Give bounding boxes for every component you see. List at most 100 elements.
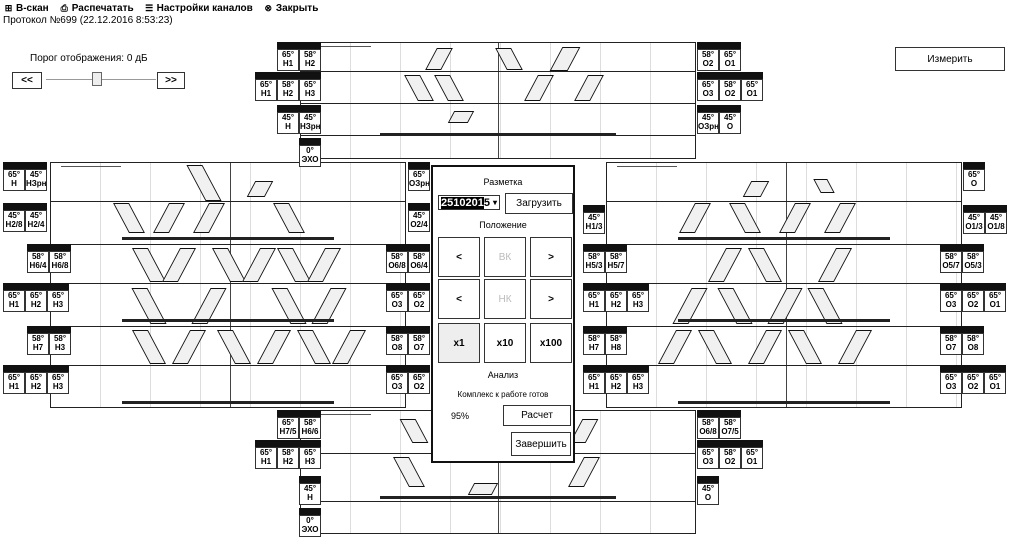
channel-label[interactable]: 58°Н8 [605, 333, 627, 355]
channel-label[interactable]: 65°Н3 [627, 372, 649, 394]
channel-label[interactable]: 58°О2 [697, 49, 719, 71]
channel-label[interactable]: 65°Н1 [583, 290, 605, 312]
chevron-down-icon: ▾ [492, 198, 497, 207]
channel-label[interactable]: 65°О3 [697, 447, 719, 469]
x10-button[interactable]: x10 [484, 323, 526, 363]
channel-label[interactable]: 58°О5/7 [940, 251, 962, 273]
calc-button[interactable]: Расчет [503, 405, 571, 426]
channel-label[interactable]: 65°О3 [697, 79, 719, 101]
channel-label[interactable]: 45°Н2/4 [25, 210, 47, 232]
nk-left-button[interactable]: < [438, 279, 480, 319]
channel-label[interactable]: 65°О1 [741, 79, 763, 101]
channel-label[interactable]: 65°Н1 [255, 79, 277, 101]
vk-left-button[interactable]: < [438, 237, 480, 277]
close-button[interactable]: ⊗ Закрыть [263, 3, 319, 14]
threshold-next-button[interactable]: >> [157, 72, 185, 89]
channel-label[interactable]: 58°Н5/7 [605, 251, 627, 273]
channel-label[interactable]: 65°Н1 [255, 447, 277, 469]
channel-label[interactable]: 65°О3 [386, 290, 408, 312]
channel-label[interactable]: 45°О1/3 [963, 212, 985, 234]
channel-label[interactable]: 65°О3 [940, 290, 962, 312]
channel-label[interactable]: 45°О [719, 112, 741, 134]
channel-label[interactable]: 65°Н1 [583, 372, 605, 394]
channel-labels-top-left-2: 58°Н2 [299, 42, 321, 71]
channel-label[interactable]: 58°Н6/4 [27, 251, 49, 273]
channel-label[interactable]: 65°О1 [984, 290, 1006, 312]
channel-label[interactable]: 45°О2/4 [408, 210, 430, 232]
channel-label[interactable]: 58°О7 [940, 333, 962, 355]
channel-label[interactable]: 65°О1 [741, 447, 763, 469]
channel-label[interactable]: 58°Н2 [277, 79, 299, 101]
channel-label[interactable]: 45°НЗрн [299, 112, 321, 134]
channel-label[interactable]: 45°О1/8 [985, 212, 1007, 234]
channel-label[interactable]: 65°О2 [408, 290, 430, 312]
channel-label[interactable]: 58°О7 [408, 333, 430, 355]
load-button[interactable]: Загрузить [505, 193, 573, 214]
marking-title: Разметка [483, 177, 523, 187]
channel-label[interactable]: 45°Н2/8 [3, 210, 25, 232]
channel-label[interactable]: 65°О2 [962, 372, 984, 394]
channel-label[interactable]: 65°О3 [940, 372, 962, 394]
bscan-button[interactable]: ⊞ В-скан [3, 3, 49, 14]
channel-label[interactable]: 45°Н [277, 112, 299, 134]
marking-select[interactable]: 25102015 ▾ [438, 195, 500, 210]
channel-label[interactable]: 45°НЗрн [25, 169, 47, 191]
print-button[interactable]: ⎙ Распечатать [59, 3, 134, 14]
channel-label[interactable]: 58°Н2 [277, 447, 299, 469]
channel-label[interactable]: 58°О2 [719, 447, 741, 469]
channel-label[interactable]: 65°Н3 [47, 372, 69, 394]
channel-label[interactable]: 45°О [697, 483, 719, 505]
channel-label[interactable]: 65°Н3 [299, 447, 321, 469]
nk-right-button[interactable]: > [530, 279, 572, 319]
channel-label[interactable]: 45°Н1/3 [583, 212, 605, 234]
channel-label[interactable]: 58°Н6/6 [299, 417, 321, 439]
channel-label[interactable]: 65°О3 [386, 372, 408, 394]
channel-label[interactable]: 58°Н2 [299, 49, 321, 71]
channel-label[interactable]: 58°О8 [962, 333, 984, 355]
channel-label[interactable]: 0°ЭХО [299, 145, 321, 167]
vk-right-button[interactable]: > [530, 237, 572, 277]
channel-label[interactable]: 65°О2 [962, 290, 984, 312]
channel-label[interactable]: 58°О5/3 [962, 251, 984, 273]
channel-label[interactable]: 45°Н [299, 483, 321, 505]
channel-label[interactable]: 65°Н1 [277, 49, 299, 71]
channel-label[interactable]: 58°О8 [386, 333, 408, 355]
channel-label[interactable]: 65°Н2 [25, 372, 47, 394]
channel-label[interactable]: 65°О [963, 169, 985, 191]
channel-label[interactable]: 65°Н1 [3, 372, 25, 394]
channel-label[interactable]: 58°Н7 [27, 333, 49, 355]
channel-label[interactable]: 58°Н6/8 [49, 251, 71, 273]
channel-label[interactable]: 58°О6/4 [408, 251, 430, 273]
channel-settings-button[interactable]: ☰ Настройки каналов [144, 3, 253, 14]
channel-label[interactable]: 0°ЭХО [299, 515, 321, 537]
channel-label[interactable]: 65°Н7/5 [277, 417, 299, 439]
channel-label[interactable]: 45°ОЗрн [697, 112, 719, 134]
channel-label[interactable]: 65°О2 [408, 372, 430, 394]
channel-label[interactable]: 58°О6/8 [386, 251, 408, 273]
threshold-slider-thumb[interactable] [92, 72, 102, 86]
x1-button[interactable]: x1 [438, 323, 480, 363]
x100-button[interactable]: x100 [530, 323, 572, 363]
channel-labels-center-right-3: 65°Н1 65°Н2 65°Н3 [583, 283, 649, 312]
channel-label[interactable]: 65°О1 [984, 372, 1006, 394]
channel-label[interactable]: 65°Н [3, 169, 25, 191]
channel-label[interactable]: 65°Н3 [47, 290, 69, 312]
channel-label[interactable]: 65°Н3 [299, 79, 321, 101]
channel-label[interactable]: 58°Н3 [49, 333, 71, 355]
channel-label[interactable]: 65°ОЗрн [408, 169, 430, 191]
channel-label[interactable]: 65°Н2 [605, 290, 627, 312]
channel-label[interactable]: 58°О6/8 [697, 417, 719, 439]
channel-label[interactable]: 58°Н7 [583, 333, 605, 355]
channel-label[interactable]: 65°Н1 [3, 290, 25, 312]
channel-labels-middle-right-4: 65°О3 65°О2 65°О1 [940, 283, 1006, 312]
channel-label[interactable]: 58°О2 [719, 79, 741, 101]
channel-label[interactable]: 65°Н2 [605, 372, 627, 394]
channel-label[interactable]: 65°О1 [719, 49, 741, 71]
channel-label[interactable]: 58°Н5/3 [583, 251, 605, 273]
measure-button[interactable]: Измерить [895, 47, 1005, 71]
channel-label[interactable]: 65°Н2 [25, 290, 47, 312]
channel-label[interactable]: 65°Н3 [627, 290, 649, 312]
threshold-prev-button[interactable]: << [12, 72, 42, 89]
finish-button[interactable]: Завершить [511, 432, 571, 456]
channel-label[interactable]: 58°О7/5 [719, 417, 741, 439]
